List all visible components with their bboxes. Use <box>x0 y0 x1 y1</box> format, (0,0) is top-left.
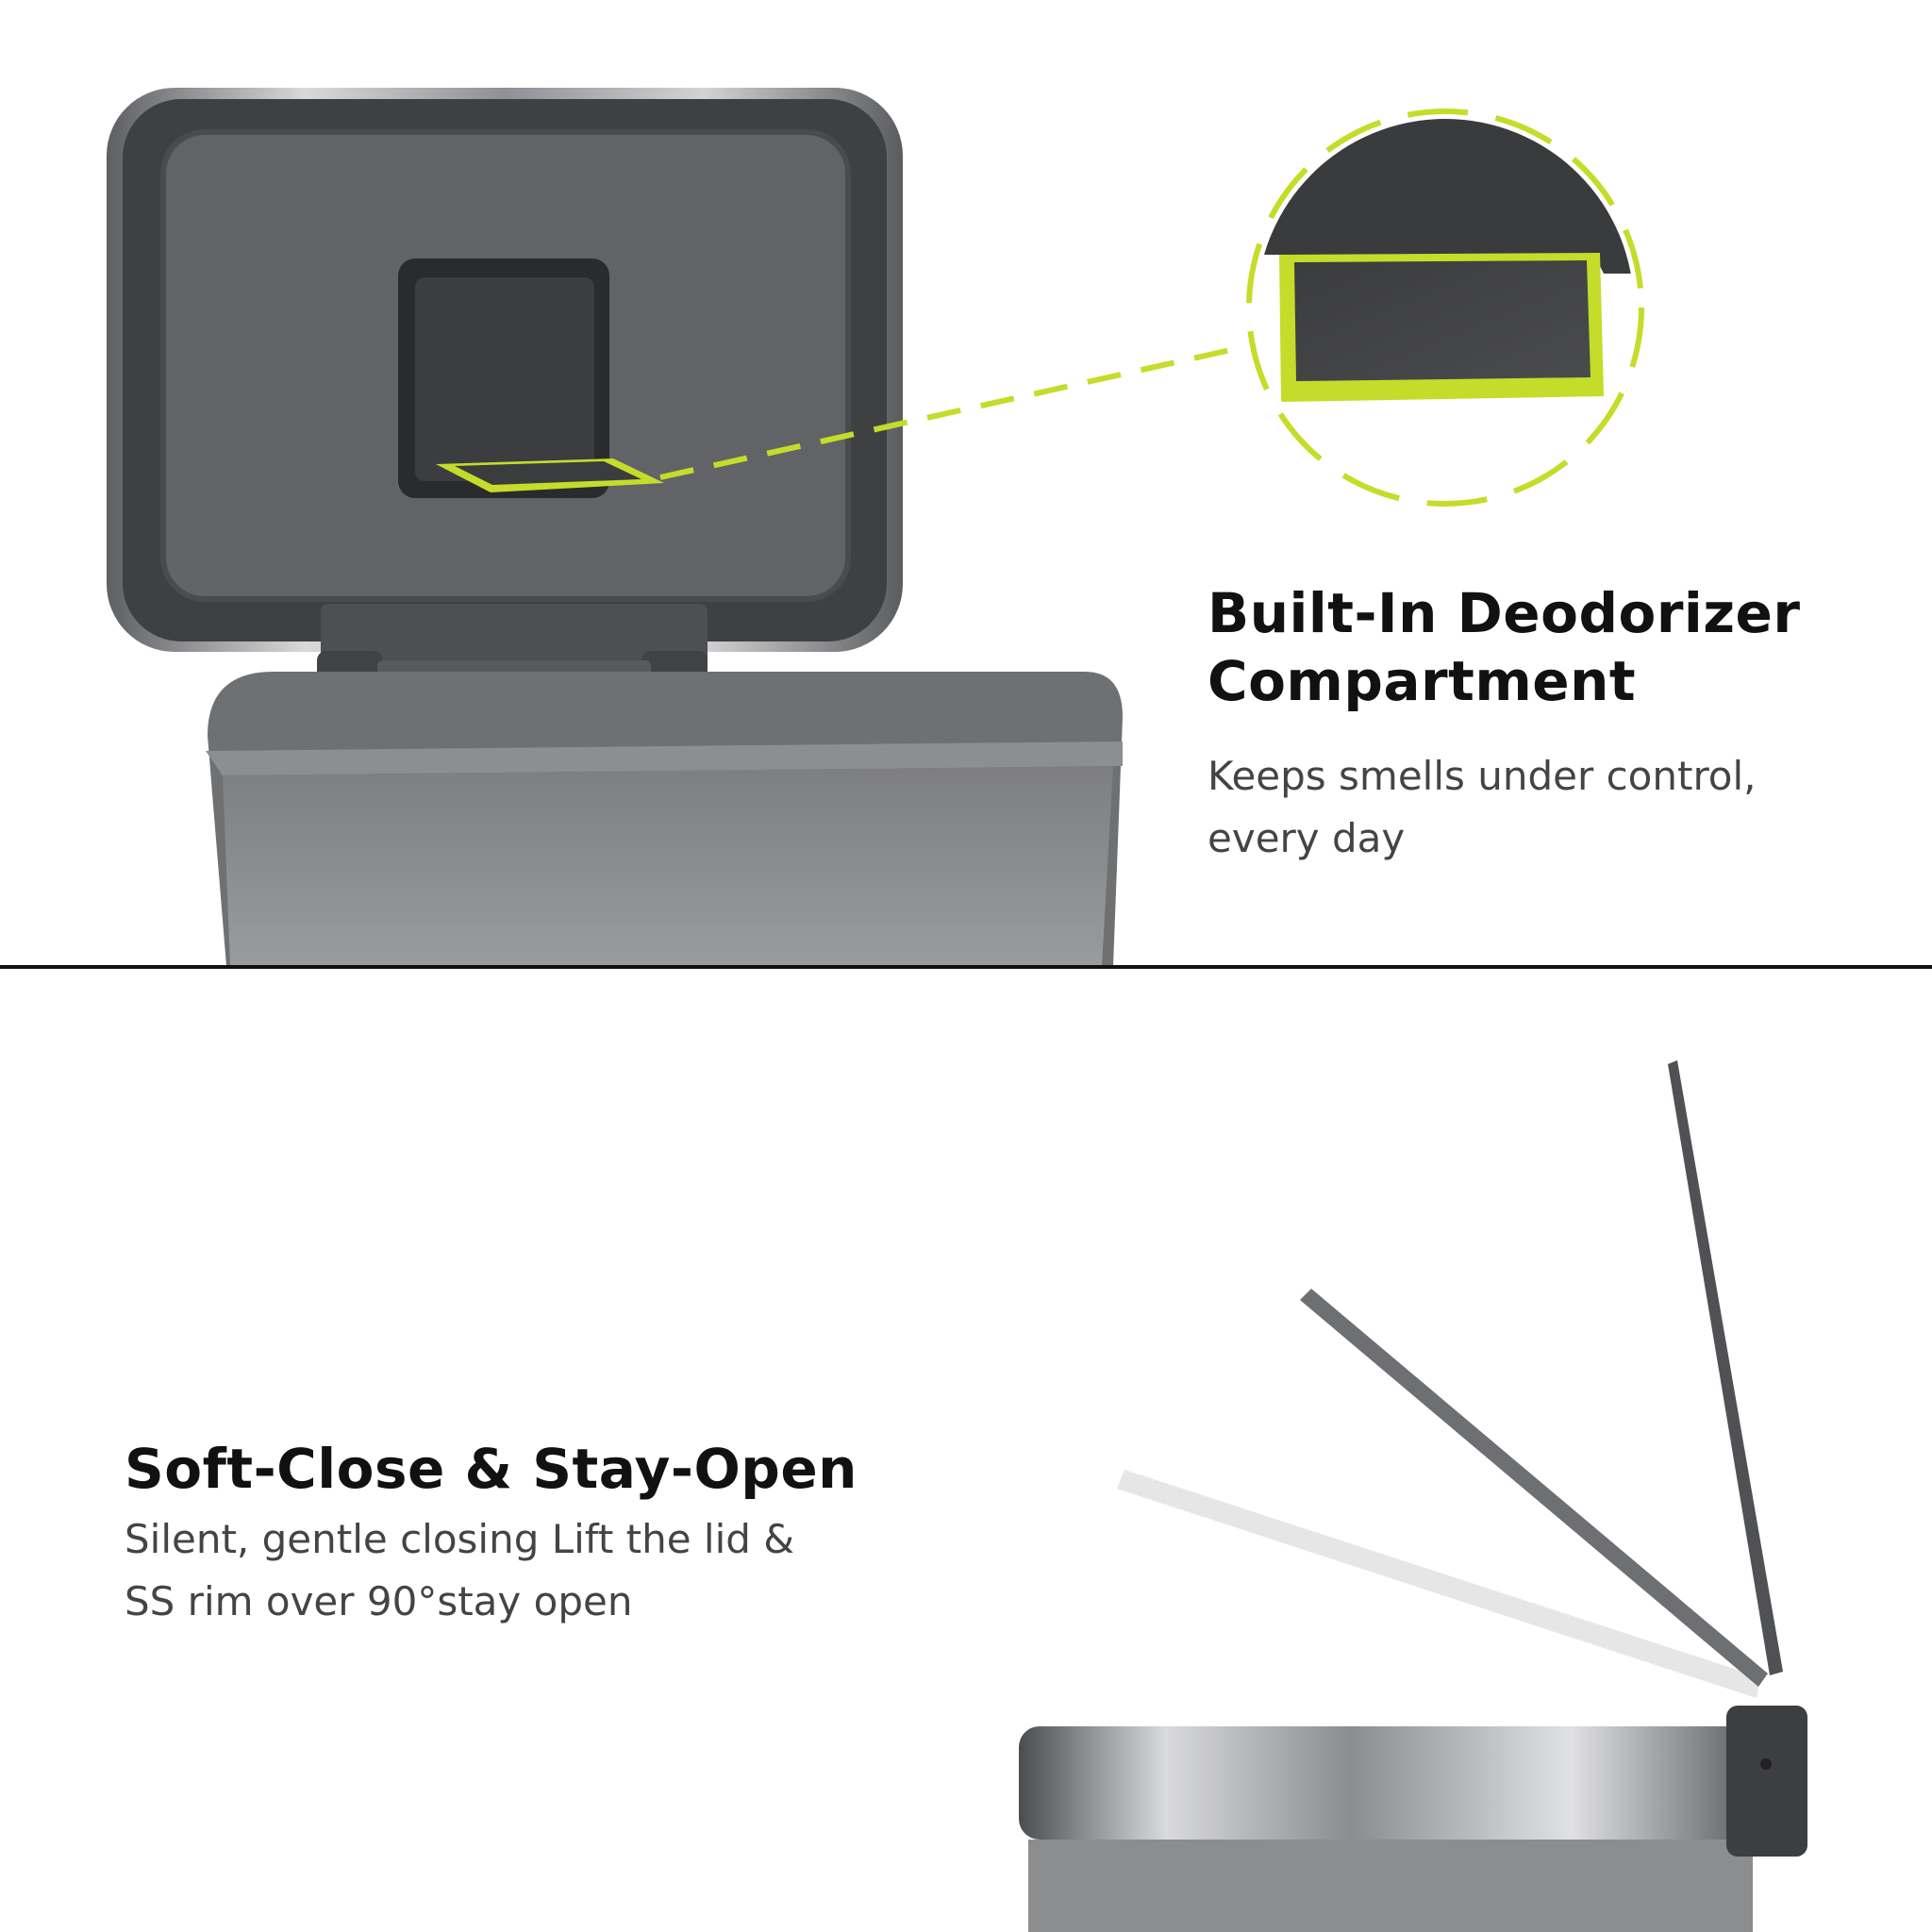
lid-position-low <box>1117 1470 1760 1698</box>
lid-position-mid <box>1300 1289 1768 1687</box>
callout-dashed-line <box>659 344 1244 480</box>
deodorizer-title-line2: Compartment <box>1208 649 1637 713</box>
lid-position-high <box>1668 1060 1783 1675</box>
bin-body-lower <box>1028 1840 1753 1932</box>
deodorizer-desc-line1: Keeps smells under control, <box>1208 753 1757 799</box>
open-bin-illustration <box>107 88 1644 966</box>
hinge-pivot <box>1760 1758 1772 1770</box>
bin-steel-rim <box>1019 1726 1755 1840</box>
deodorizer-slot-recess <box>415 277 594 481</box>
soft-close-desc-line1: Silent, gentle closing Lift the lid & <box>125 1516 795 1562</box>
lid-hinge <box>321 604 708 670</box>
bin-rim <box>206 741 1123 775</box>
zoomed-tray-detail <box>1257 119 1634 496</box>
bin-body <box>223 766 1113 966</box>
panel-divider <box>0 965 1932 969</box>
deodorizer-tray-pad <box>455 461 641 485</box>
soft-close-feature-title: Soft-Close & Stay-Open <box>125 1437 858 1501</box>
deodorizer-feature-description: Keeps smells under control, every day <box>1208 745 1887 870</box>
deodorizer-title-line1: Built-In Deodorizer <box>1208 581 1801 645</box>
deodorizer-desc-line2: every day <box>1208 815 1406 861</box>
soft-close-feature-panel: Soft-Close & Stay-Open Silent, gentle cl… <box>0 970 1932 1932</box>
soft-close-hinge <box>1726 1706 1807 1857</box>
zoom-callout-circle <box>1246 108 1644 507</box>
lid-open-positions <box>1019 1060 1807 1932</box>
soft-close-desc-line2: SS rim over 90°stay open <box>125 1578 633 1624</box>
soft-close-feature-description: Silent, gentle closing Lift the lid & SS … <box>125 1508 898 1633</box>
